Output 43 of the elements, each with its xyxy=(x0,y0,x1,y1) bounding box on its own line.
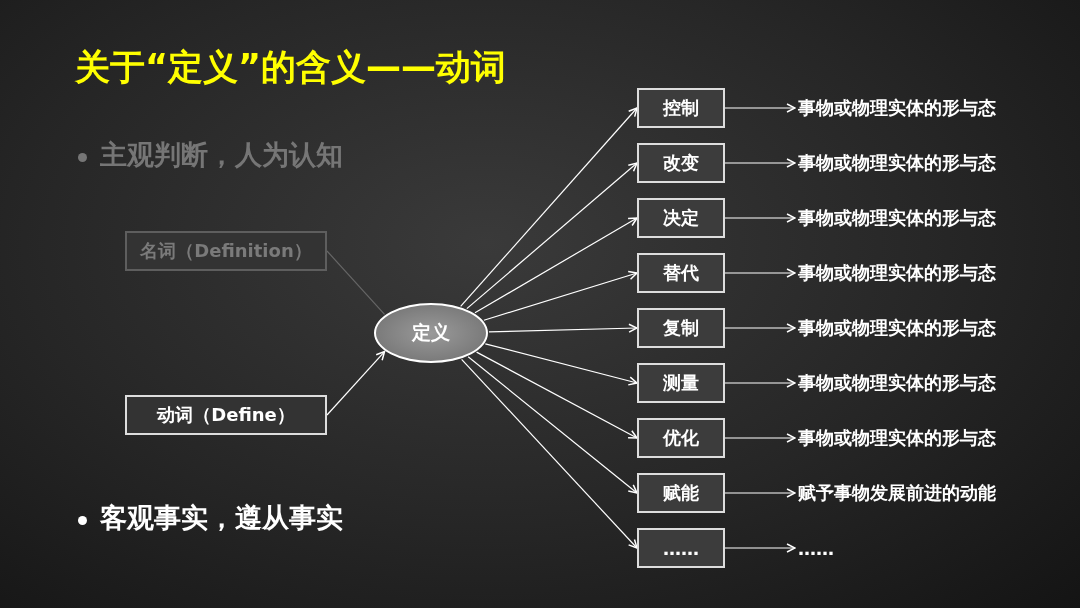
result-text: 事物或物理实体的形与态 xyxy=(798,147,1048,179)
arrow xyxy=(466,162,638,310)
arrow xyxy=(488,323,638,333)
arrow xyxy=(724,378,796,388)
arrow xyxy=(724,323,796,333)
noun-box: 名词（Definition） xyxy=(125,231,327,271)
result-text: …… xyxy=(798,532,1048,564)
arrow xyxy=(724,433,796,443)
verb-box: 动词（Define） xyxy=(125,395,327,435)
result-text: 事物或物理实体的形与态 xyxy=(798,257,1048,289)
arrow xyxy=(724,543,796,553)
result-text: 事物或物理实体的形与态 xyxy=(798,92,1048,124)
result-text: 事物或物理实体的形与态 xyxy=(798,202,1048,234)
arrow xyxy=(467,356,638,494)
result-text: 赋予事物发展前进的动能 xyxy=(798,477,1048,509)
action-box: 优化 xyxy=(637,418,725,458)
action-box: 替代 xyxy=(637,253,725,293)
concept-ellipse: 定义 xyxy=(374,303,488,363)
arrow xyxy=(476,351,638,439)
action-box: 控制 xyxy=(637,88,725,128)
arrow xyxy=(724,103,796,113)
action-box: 赋能 xyxy=(637,473,725,513)
arrow xyxy=(724,158,796,168)
arrow xyxy=(724,488,796,498)
result-text: 事物或物理实体的形与态 xyxy=(798,312,1048,344)
arrow xyxy=(724,268,796,278)
action-box: 复制 xyxy=(637,308,725,348)
arrow xyxy=(484,343,638,386)
arrow xyxy=(474,217,638,314)
title: 关于“定义”的含义——动词 xyxy=(75,46,506,89)
connector-line xyxy=(326,250,386,316)
arrow xyxy=(724,213,796,223)
arrow xyxy=(460,107,638,307)
result-text: 事物或物理实体的形与态 xyxy=(798,422,1048,454)
action-box: 测量 xyxy=(637,363,725,403)
action-box: 决定 xyxy=(637,198,725,238)
action-box: …… xyxy=(637,528,725,568)
bullet-point: 主观判断，人为认知 xyxy=(100,138,343,172)
arrow xyxy=(326,350,386,416)
action-box: 改变 xyxy=(637,143,725,183)
arrow xyxy=(483,270,638,321)
bullet-point: 客观事实，遵从事实 xyxy=(100,501,343,535)
result-text: 事物或物理实体的形与态 xyxy=(798,367,1048,399)
